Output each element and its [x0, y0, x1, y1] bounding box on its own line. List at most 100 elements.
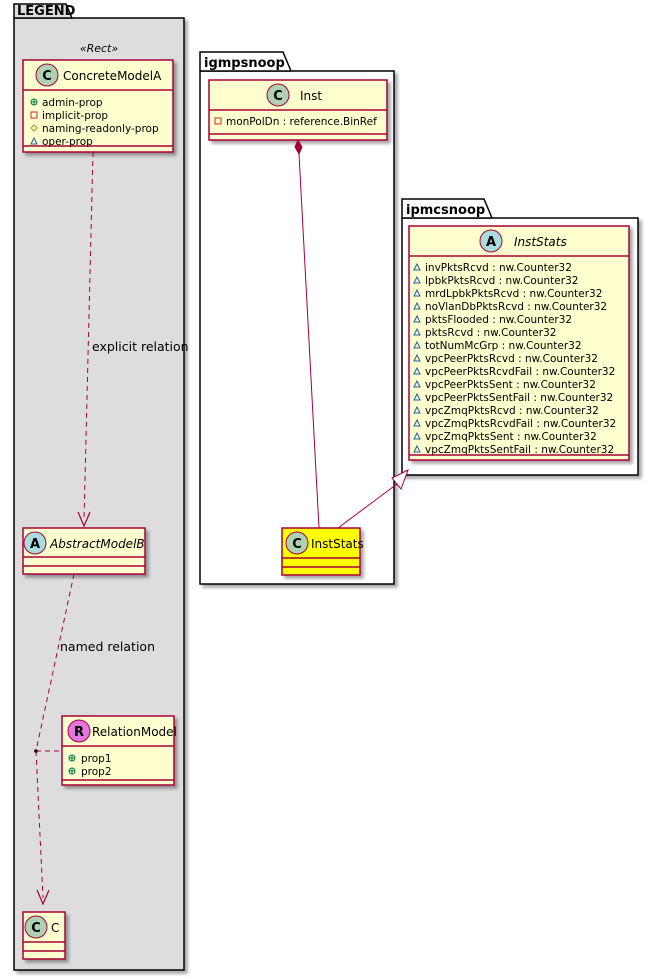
- relation-r-icon: [67, 719, 91, 743]
- package-visibility-icon: [413, 405, 421, 414]
- attribute-row: oper-prop: [30, 136, 93, 148]
- attribute-row: vpcZmqPktsSent : nw.Counter32: [413, 431, 597, 443]
- attribute-row: pktsRcvd : nw.Counter32: [413, 327, 556, 339]
- class-c: C C: [22, 911, 66, 960]
- svg-text:C: C: [42, 69, 52, 84]
- attribute-row: totNumMcGrp : nw.Counter32: [413, 340, 582, 352]
- svg-text:oper-prop: oper-prop: [42, 136, 93, 148]
- composition-diamond-icon: [294, 138, 303, 156]
- attribute-row: invPktsRcvd : nw.Counter32: [413, 262, 572, 274]
- legend-title: LEGEND: [17, 4, 76, 19]
- svg-text:C: C: [292, 537, 302, 552]
- package-visibility-icon: [413, 444, 421, 453]
- class-c-icon: [285, 531, 309, 555]
- attribute-row: mrdLpbkPktsRcvd : nw.Counter32: [413, 288, 602, 300]
- attribute-row: vpcPeerPktsSentFail : nw.Counter32: [413, 392, 613, 404]
- package-visibility-icon: [413, 301, 421, 310]
- package-visibility-icon: [413, 431, 421, 440]
- class-inst: C Inst monPolDn : reference.BinRef: [208, 79, 388, 141]
- ipmcsnoop-title: ipmcsnoop: [406, 203, 485, 218]
- svg-text:vpcPeerPktsSentFail : nw.Count: vpcPeerPktsSentFail : nw.Counter32: [425, 392, 613, 404]
- attribute-row: monPolDn : reference.BinRef: [214, 116, 377, 128]
- generalization-link: [337, 468, 409, 529]
- igmpsnoop-title: igmpsnoop: [204, 56, 285, 71]
- svg-text:pktsFlooded : nw.Counter32: pktsFlooded : nw.Counter32: [425, 314, 572, 326]
- package-visibility-icon: [413, 340, 421, 349]
- class-c-icon: [35, 63, 59, 87]
- class-name: AbstractModelB: [49, 537, 145, 551]
- legend-stereotype: «Rect»: [80, 42, 119, 55]
- attribute-row: admin-prop: [30, 97, 103, 109]
- package-visibility-icon: [413, 288, 421, 297]
- svg-text:vpcZmqPktsRcvd : nw.Counter32: vpcZmqPktsRcvd : nw.Counter32: [425, 405, 599, 417]
- legend-package: LEGEND «Rect»: [13, 3, 185, 971]
- svg-text:lpbkPktsRcvd : nw.Counter32: lpbkPktsRcvd : nw.Counter32: [425, 275, 578, 287]
- class-name: C: [51, 921, 59, 935]
- igmpsnoop-package: igmpsnoop: [199, 51, 395, 585]
- svg-text:admin-prop: admin-prop: [42, 97, 103, 109]
- svg-text:monPolDn : reference.BinRef: monPolDn : reference.BinRef: [226, 116, 377, 128]
- package-visibility-icon: [30, 136, 38, 145]
- attribute-row: implicit-prop: [30, 110, 108, 122]
- class-name: RelationModel: [92, 725, 177, 739]
- composition-link: [294, 138, 320, 529]
- attribute-row: vpcPeerPktsSent : nw.Counter32: [413, 379, 596, 391]
- class-igmpsnoop-inststats: C InstStats: [281, 527, 364, 576]
- package-visibility-icon: [413, 327, 421, 336]
- attribute-row: lpbkPktsRcvd : nw.Counter32: [413, 275, 578, 287]
- class-name: InstStats: [514, 235, 567, 249]
- attribute-row: vpcPeerPktsRcvdFail : nw.Counter32: [413, 366, 615, 378]
- package-visibility-icon: [413, 366, 421, 375]
- svg-text:vpcPeerPktsRcvdFail : nw.Count: vpcPeerPktsRcvdFail : nw.Counter32: [425, 366, 615, 378]
- svg-text:A: A: [30, 537, 40, 552]
- package-visibility-icon: [413, 418, 421, 427]
- attribute-row: prop2: [68, 766, 112, 778]
- explicit-relation-arrow: explicit relation: [77, 151, 189, 528]
- package-visibility-icon: [413, 275, 421, 284]
- protected-visibility-icon: [30, 124, 38, 132]
- svg-text:prop1: prop1: [81, 753, 112, 765]
- class-name: InstStats: [311, 537, 364, 551]
- svg-text:implicit-prop: implicit-prop: [42, 110, 108, 122]
- svg-text:pktsRcvd : nw.Counter32: pktsRcvd : nw.Counter32: [425, 327, 556, 339]
- svg-text:vpcPeerPktsSent : nw.Counter32: vpcPeerPktsSent : nw.Counter32: [425, 379, 596, 391]
- class-name: Inst: [300, 89, 322, 103]
- svg-text:R: R: [74, 725, 84, 740]
- svg-text:vpcPeerPktsRcvd : nw.Counter32: vpcPeerPktsRcvd : nw.Counter32: [425, 353, 598, 365]
- class-abstract-model-b: A AbstractModelB: [22, 527, 146, 575]
- package-visibility-icon: [413, 353, 421, 362]
- svg-text:mrdLpbkPktsRcvd : nw.Counter32: mrdLpbkPktsRcvd : nw.Counter32: [425, 288, 602, 300]
- attribute-row: vpcZmqPktsSentFail : nw.Counter32: [413, 444, 614, 456]
- attribute-row: prop1: [68, 753, 112, 765]
- svg-text:A: A: [486, 235, 496, 250]
- attribute-row: vpcPeerPktsRcvd : nw.Counter32: [413, 353, 598, 365]
- class-c-icon: [266, 83, 290, 107]
- class-c-icon: [24, 915, 48, 939]
- explicit-relation-label: explicit relation: [92, 339, 189, 354]
- class-relation-model: R RelationModel prop1 prop2: [61, 715, 177, 786]
- attribute-list: admin-prop implicit-prop naming-readonly…: [30, 97, 159, 148]
- package-visibility-icon: [413, 392, 421, 401]
- named-relation-arrow: named relation: [34, 573, 155, 906]
- attribute-row: pktsFlooded : nw.Counter32: [413, 314, 572, 326]
- private-visibility-icon: [30, 111, 38, 119]
- svg-text:totNumMcGrp : nw.Counter32: totNumMcGrp : nw.Counter32: [425, 340, 582, 352]
- svg-text:vpcZmqPktsSent : nw.Counter32: vpcZmqPktsSent : nw.Counter32: [425, 431, 597, 443]
- svg-text:C: C: [273, 89, 283, 104]
- named-relation-label: named relation: [60, 639, 155, 654]
- svg-text:invPktsRcvd : nw.Counter32: invPktsRcvd : nw.Counter32: [425, 262, 572, 274]
- svg-text:noVlanDbPktsRcvd : nw.Counter3: noVlanDbPktsRcvd : nw.Counter32: [425, 301, 607, 313]
- package-visibility-icon: [413, 262, 421, 271]
- abstract-a-icon: [479, 229, 503, 253]
- attribute-row: vpcZmqPktsRcvdFail : nw.Counter32: [413, 418, 616, 430]
- private-visibility-icon: [214, 117, 222, 125]
- inheritance-triangle-icon: [391, 468, 409, 490]
- svg-text:C: C: [31, 921, 41, 936]
- attribute-row: naming-readonly-prop: [30, 123, 159, 135]
- class-ipmcsnoop-inststats: A InstStats invPktsRcvd : nw.Counter32lp…: [408, 225, 630, 461]
- attribute-row: vpcZmqPktsRcvd : nw.Counter32: [413, 405, 599, 417]
- abstract-a-icon: [23, 531, 47, 555]
- class-concrete-model-a: C ConcreteModelA admin-prop implicit-pro…: [22, 59, 174, 153]
